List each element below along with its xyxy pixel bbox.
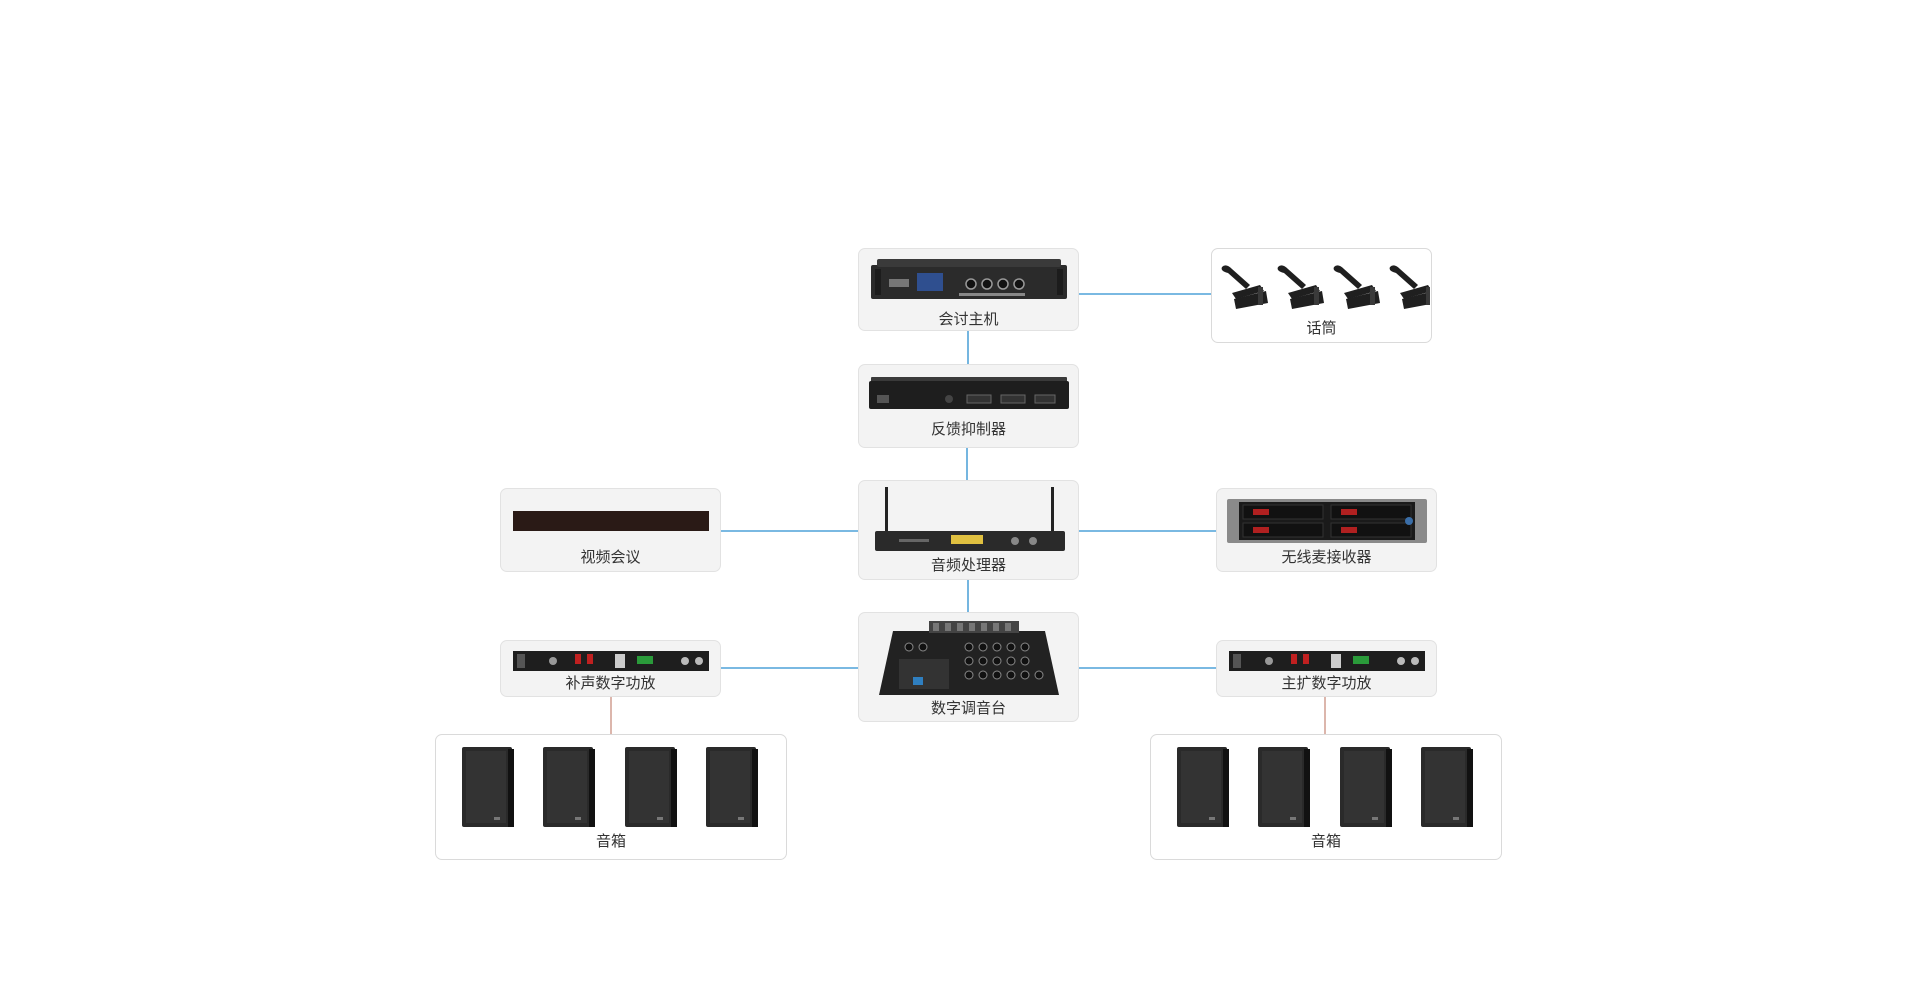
digital-amplifier-icon: [513, 651, 709, 671]
node-label: 音箱: [1310, 832, 1341, 850]
rack-unit-feedback-suppressor-icon: [869, 377, 1069, 409]
node-speakers-left: 音箱: [435, 734, 787, 860]
node-conference-host: 会讨主机: [858, 248, 1079, 331]
node-mixer: 数字调音台: [858, 612, 1079, 722]
node-label: 视频会议: [580, 548, 641, 566]
node-wireless-receiver: 无线麦接收器: [1216, 488, 1437, 572]
digital-amplifier-icon: [1229, 651, 1425, 671]
node-label: 无线麦接收器: [1281, 548, 1372, 566]
node-microphones: 话筒: [1211, 248, 1432, 343]
video-conference-bar-icon: [513, 511, 709, 531]
node-label: 音频处理器: [930, 556, 1006, 574]
digital-mixing-console-icon: [879, 621, 1059, 695]
wireless-receiver-rack-icon: [1227, 499, 1427, 543]
loudspeaker-icon: [462, 747, 758, 827]
node-fill-amplifier: 补声数字功放: [500, 640, 721, 697]
node-label: 数字调音台: [930, 699, 1006, 717]
gooseneck-microphone-icon: [1221, 265, 1430, 309]
node-video-conference: 视频会议: [500, 488, 721, 572]
node-label: 会讨主机: [938, 310, 999, 328]
node-audio-processor: 音频处理器: [858, 480, 1079, 580]
node-label: 主扩数字功放: [1281, 674, 1372, 692]
node-label: 话筒: [1306, 319, 1337, 337]
node-speakers-right: 音箱: [1150, 734, 1502, 860]
node-label: 音箱: [595, 832, 626, 850]
rack-unit-conference-host-icon: [871, 259, 1067, 299]
node-main-amplifier: 主扩数字功放: [1216, 640, 1437, 697]
node-feedback-suppressor: 反馈抑制器: [858, 364, 1079, 448]
loudspeaker-icon: [1177, 747, 1473, 827]
node-label: 反馈抑制器: [930, 420, 1006, 438]
node-label: 补声数字功放: [565, 674, 656, 692]
rack-unit-with-antennas-icon: [875, 487, 1065, 551]
